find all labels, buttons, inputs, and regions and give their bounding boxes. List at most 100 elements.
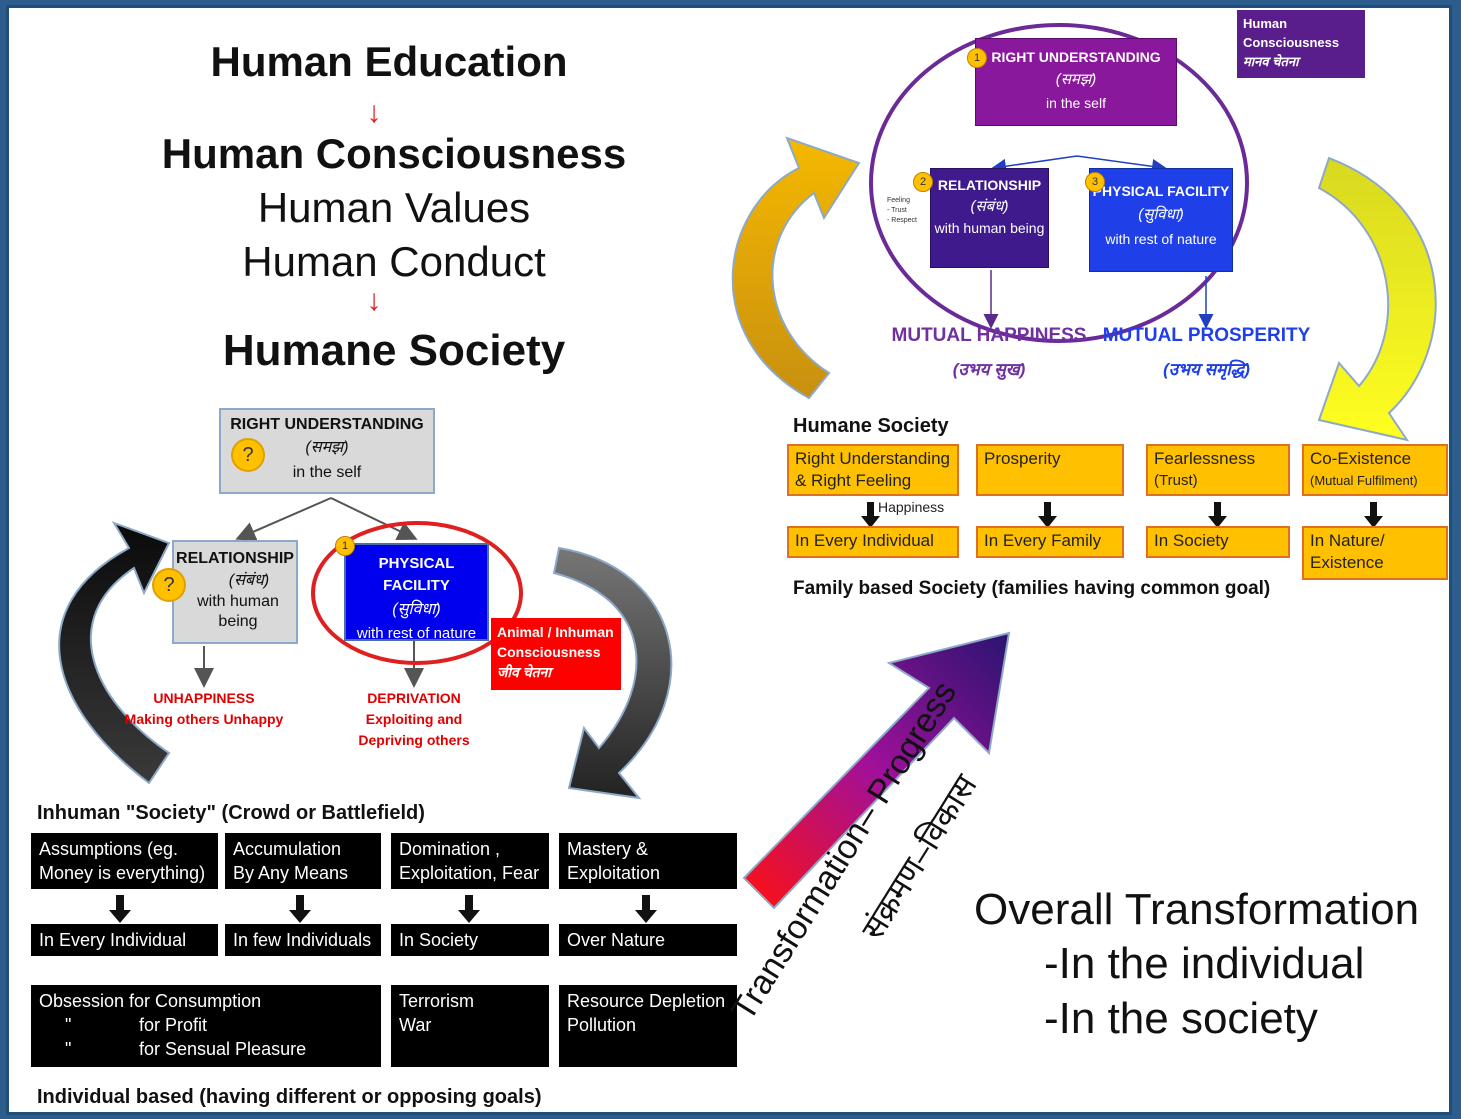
unhappiness-label: UNHAPPINESS Making others Unhappy: [109, 688, 299, 730]
inhuman-cause-box: Accumulation By Any Means: [225, 833, 381, 889]
label-line: Exploiting and: [365, 711, 463, 727]
in-the-society-text: -In the society: [1044, 994, 1318, 1043]
box-title: RELATIONSHIP: [937, 177, 1042, 193]
note-line: - Trust: [887, 207, 907, 214]
number-badge: 3: [1085, 172, 1105, 192]
box-hindi: (समझ): [305, 439, 349, 456]
box-hindi: (संबंध): [228, 572, 270, 589]
mutual-happiness-hindi: (उभय सुख): [952, 360, 1026, 379]
inhuman-scope-box: In few Individuals: [225, 924, 381, 956]
box-sub: with rest of nature: [356, 625, 477, 642]
question-mark-icon: ?: [231, 438, 265, 472]
box-title: RELATIONSHIP: [176, 550, 294, 567]
inhuman-footer: Individual based (having different or op…: [37, 1086, 542, 1108]
humane-quality-box: Fearlessness (Trust): [1146, 444, 1290, 496]
inhuman-cause-box: Domination , Exploitation, Fear: [391, 833, 549, 889]
box-line: Existence: [1310, 553, 1384, 572]
box-line: Consciousness: [1243, 35, 1340, 50]
box-line: (Trust): [1154, 472, 1198, 489]
box-line: Exploitation, Fear: [399, 863, 540, 883]
inhuman-society-title: Inhuman "Society" (Crowd or Battlefield): [37, 802, 425, 824]
question-mark-icon: ?: [152, 568, 186, 602]
inhuman-cause-box: Assumptions (eg. Money is everything): [31, 833, 218, 889]
box-line: Animal / Inhuman: [497, 624, 614, 640]
number-badge: 1: [967, 48, 987, 68]
box-title: PHYSICAL FACILITY: [1092, 183, 1230, 199]
inhuman-outcome-box: Obsession for Consumption " for Profit "…: [31, 985, 381, 1067]
ditto-mark: ": [65, 1039, 72, 1059]
label-line: DEPRIVATION: [367, 690, 461, 706]
mutual-happiness-label: MUTUAL HAPPINESS: [891, 325, 1087, 346]
label-line: UNHAPPINESS: [153, 690, 255, 706]
box-line: Money is everything): [39, 863, 206, 883]
humane-scope-box: In Every Individual: [787, 526, 959, 558]
down-arrow-2: ↓: [366, 284, 382, 317]
humane-footer: Family based Society (families having co…: [793, 578, 1271, 599]
box-title: RIGHT UNDERSTANDING: [230, 416, 424, 433]
animal-consciousness-box: Animal / Inhuman Consciousness जीव चेतना: [491, 618, 621, 690]
transformation-arrow: [742, 631, 1011, 910]
box-line: Co-Existence: [1310, 449, 1412, 468]
humane-scope-box: In Society: [1146, 526, 1290, 558]
note-line: - Respect: [887, 217, 917, 224]
inhuman-scope-box: In Every Individual: [31, 924, 218, 956]
connector-layer: [58, 23, 1437, 923]
note-line: Feeling: [887, 197, 910, 204]
in-the-individual-text: -In the individual: [1044, 939, 1365, 988]
box-text: for Sensual Pleasure: [139, 1039, 307, 1059]
inhuman-cause-box: Mastery & Exploitation: [559, 833, 737, 889]
box-sub: with human being: [934, 220, 1045, 236]
right-understanding-box-right: RIGHT UNDERSTANDING (समझ) in the self: [975, 38, 1177, 126]
box-line: In Nature/: [1310, 531, 1385, 550]
box-line: Domination ,: [399, 839, 501, 859]
box-line: Right Understanding: [795, 449, 950, 468]
box-line: Mastery &: [567, 839, 649, 859]
box-hindi: (समझ): [1055, 71, 1097, 88]
physical-facility-box-right: PHYSICAL FACILITY (सुविधा) with rest of …: [1089, 168, 1233, 272]
slide: Human Education ↓ Human Consciousness Hu…: [6, 5, 1452, 1115]
box-line: Resource Depletion: [567, 991, 726, 1011]
deprivation-label: DEPRIVATION Exploiting and Depriving oth…: [339, 688, 489, 751]
inhuman-outcome-box: Terrorism War: [391, 985, 549, 1067]
inhuman-scope-box: Over Nature: [559, 924, 737, 956]
box-line: War: [399, 1015, 432, 1035]
box-text: for Profit: [139, 1015, 208, 1035]
box-line: Fearlessness: [1154, 449, 1256, 468]
box-line: Exploitation: [567, 863, 661, 883]
right-cycle-arrow: [552, 546, 673, 800]
physical-facility-box-left: PHYSICAL FACILITY (सुविधा) with rest of …: [344, 543, 489, 642]
box-sub: in the self: [292, 464, 362, 481]
down-arrow-1: ↓: [366, 96, 382, 129]
humane-quality-box: Co-Existence (Mutual Fulfilment): [1302, 444, 1448, 496]
humane-society-title: Humane Society: [793, 415, 949, 437]
box-title: RIGHT UNDERSTANDING: [991, 49, 1161, 65]
relationship-box-right: RELATIONSHIP (संबंध) with human being: [930, 168, 1049, 268]
feeling-note: Feeling - Trust - Respect: [887, 196, 929, 226]
box-line: By Any Means: [233, 863, 349, 883]
left-cycle-arrow: [58, 521, 171, 785]
box-sub: with human being: [197, 593, 279, 630]
box-line: Pollution: [567, 1015, 637, 1035]
box-line: Consciousness: [497, 644, 601, 660]
overall-transformation-title: Overall Transformation: [974, 885, 1420, 934]
box-line: (Mutual Fulfilment): [1310, 473, 1418, 488]
right-yellow-cycle-arrow: [1317, 156, 1437, 442]
humane-scope-box: In Nature/ Existence: [1302, 526, 1448, 580]
happiness-label: Happiness: [878, 499, 945, 515]
humane-quality-box: Right Understanding & Right Feeling: [787, 444, 959, 496]
box-line: Assumptions (eg.: [39, 839, 179, 859]
number-badge: 1: [335, 536, 355, 556]
human-consciousness-box: Human Consciousness मानव चेतना: [1237, 10, 1365, 78]
human-conduct-text: Human Conduct: [242, 238, 546, 285]
relationship-box-left: RELATIONSHIP (संबंध) with human being: [172, 540, 298, 644]
right-gold-cycle-arrow: [731, 136, 861, 400]
mutual-prosperity-hindi: (उभय समृद्धि): [1163, 360, 1250, 379]
inhuman-scope-box: In Society: [391, 924, 549, 956]
box-line: जीव चेतना: [497, 664, 551, 680]
box-line: Prosperity: [984, 449, 1061, 468]
label-line: Depriving others: [358, 732, 470, 748]
box-line: " for Profit: [39, 1013, 373, 1037]
number-badge: 2: [913, 172, 933, 192]
human-education-heading: Human Education: [210, 38, 568, 85]
box-sub: with rest of nature: [1105, 231, 1217, 247]
